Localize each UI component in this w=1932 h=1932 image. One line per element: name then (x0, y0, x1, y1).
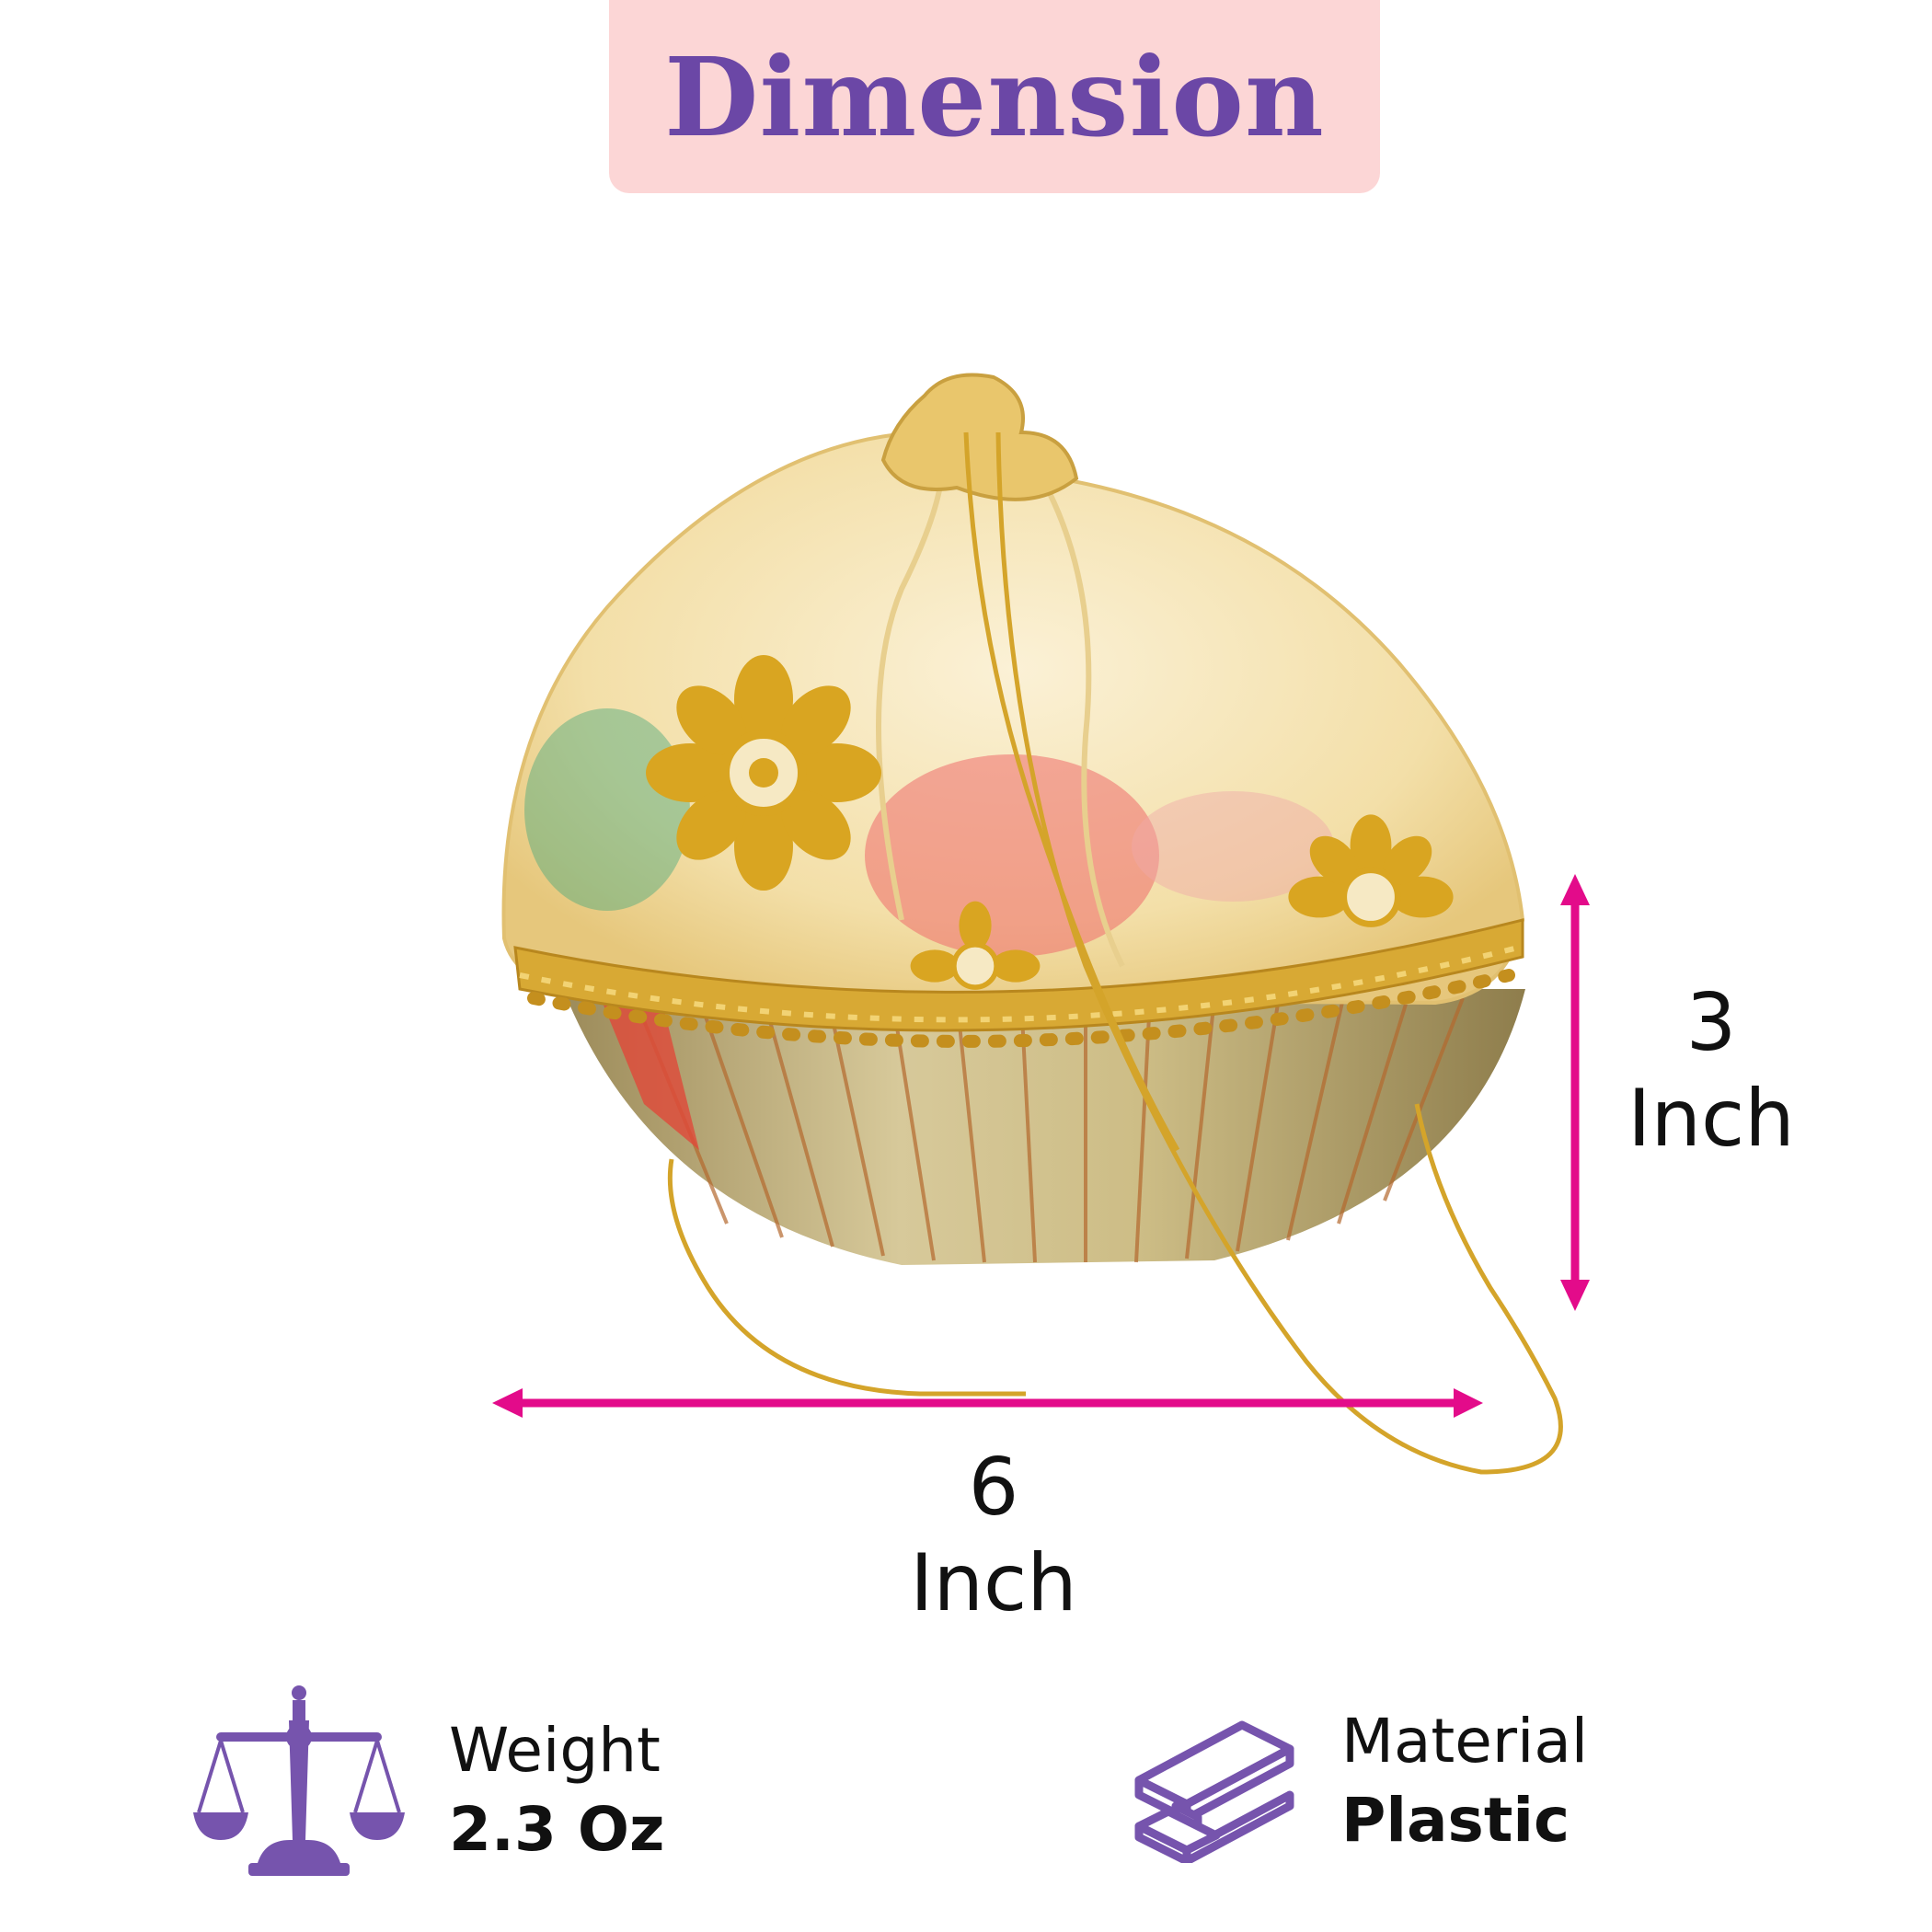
width-value: 6 (968, 1442, 1019, 1534)
material-spec: Material Plastic (1341, 1702, 1588, 1860)
gold-lace-border (513, 918, 1524, 1048)
width-unit: Inch (910, 1537, 1077, 1629)
weight-value: 2.3 Oz (449, 1794, 665, 1865)
title-banner: Dimension (609, 0, 1380, 193)
material-label: Material (1341, 1706, 1589, 1777)
flower-motif-bottom (910, 901, 1041, 990)
i-beam-icon (1134, 1720, 1294, 1863)
flower-motif-small (1288, 814, 1454, 927)
height-arrow (1560, 874, 1590, 1311)
height-label: 3 Inch (1601, 975, 1822, 1167)
gold-drawstrings (667, 431, 1563, 1475)
flower-motif-large (646, 655, 881, 891)
height-value: 3 (1685, 977, 1737, 1069)
width-arrow (492, 1388, 1483, 1418)
page-title: Dimension (664, 32, 1325, 161)
width-label: 6 Inch (883, 1440, 1104, 1631)
weight-label: Weight (449, 1715, 661, 1786)
height-unit: Inch (1627, 1073, 1795, 1165)
material-value: Plastic (1341, 1785, 1570, 1856)
balance-scale-icon (193, 1685, 405, 1876)
weight-spec: Weight 2.3 Oz (449, 1711, 664, 1869)
